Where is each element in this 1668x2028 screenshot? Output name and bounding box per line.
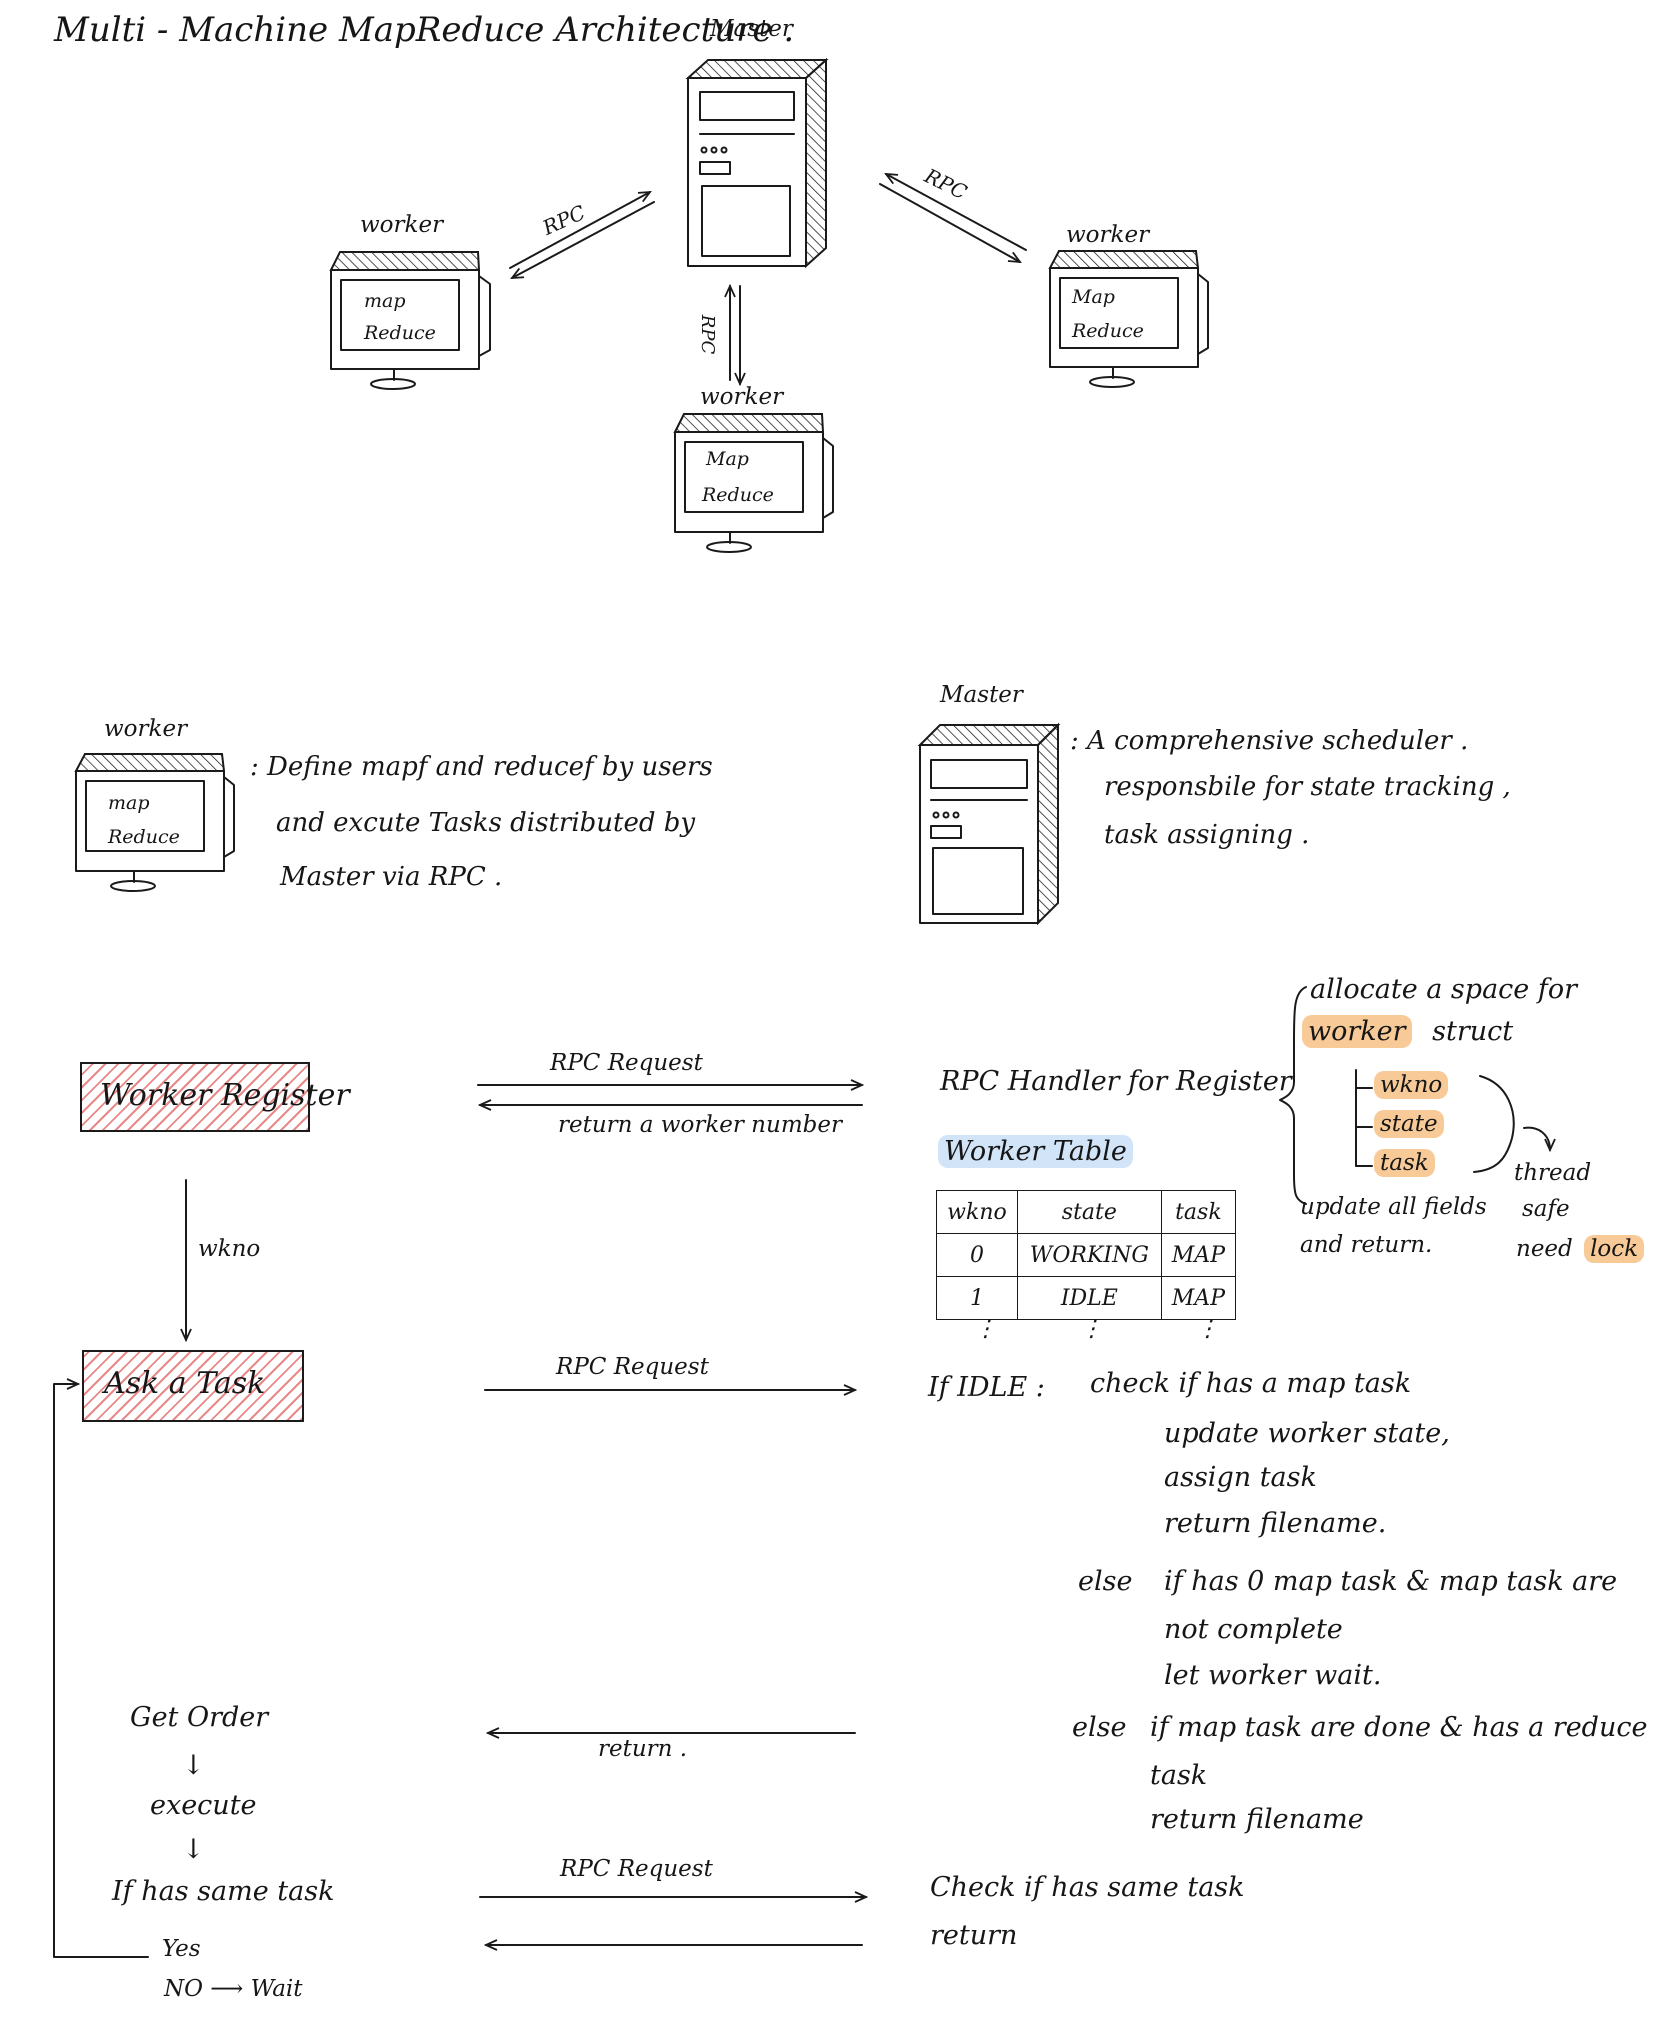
- wkno-label: wkno: [198, 1236, 261, 1262]
- if-same-task-label: If has same task: [112, 1876, 335, 1907]
- else1-text: not complete: [1164, 1614, 1343, 1645]
- table-ellipsis: ⋮: [1080, 1316, 1103, 1342]
- get-order-label: Get Order: [130, 1702, 269, 1733]
- update-fields-text: update all fields: [1300, 1194, 1487, 1220]
- worker-map-label: Map: [706, 448, 749, 470]
- lock-highlight: lock: [1584, 1235, 1645, 1263]
- legend-master-tower-icon: [917, 722, 1061, 926]
- ask-task-label: Ask a Task: [104, 1366, 266, 1401]
- fields-group-brace: [1473, 1075, 1515, 1173]
- legend-master-label: Master: [940, 682, 1023, 708]
- final-request-label: RPC Request: [560, 1856, 713, 1882]
- table-cell: MAP: [1160, 1233, 1237, 1277]
- ask-task-box: Ask a Task: [82, 1350, 304, 1422]
- ask-request-label: RPC Request: [556, 1354, 709, 1380]
- legend-worker-label: worker: [104, 716, 188, 742]
- down-arrow-glyph: ↓: [182, 1834, 205, 1865]
- register-request-label: RPC Request: [550, 1050, 703, 1076]
- page-title: Multi - Machine MapReduce Architecture .: [54, 10, 795, 50]
- worker-table: wkno state task 0 WORKING MAP 1 IDLE MAP: [936, 1190, 1237, 1320]
- update-state-text: update worker state,: [1164, 1418, 1450, 1449]
- else1-text: if has 0 map task & map task are: [1164, 1566, 1618, 1597]
- rpc-label-down: RPC: [697, 314, 719, 355]
- struct-brace: [1279, 986, 1307, 1205]
- table-header: state: [1016, 1190, 1162, 1234]
- legend-worker-monitor-icon: [74, 753, 235, 892]
- loop-back-arrow: [53, 1384, 149, 1958]
- rpc-arrow-right: [879, 174, 1027, 262]
- else2-text: if map task are done & has a reduce: [1150, 1712, 1648, 1743]
- master-label: Master: [710, 16, 793, 42]
- struct-text: struct: [1432, 1016, 1514, 1047]
- table-cell: MAP: [1160, 1276, 1237, 1320]
- field-task: task: [1374, 1149, 1435, 1177]
- table-cell: WORKING: [1016, 1233, 1162, 1277]
- legend-worker-reduce: Reduce: [108, 826, 180, 848]
- worker-map-label: Map: [1072, 286, 1115, 308]
- table-cell: 1: [936, 1276, 1018, 1320]
- field-state: state: [1374, 1110, 1444, 1138]
- table-ellipsis: ⋮: [974, 1316, 997, 1342]
- assign-task-text: assign task: [1164, 1462, 1317, 1493]
- handler-title: RPC Handler for Register: [940, 1066, 1292, 1097]
- master-desc-line: responsbile for state tracking ,: [1104, 772, 1511, 802]
- table-header-row: wkno state task: [936, 1190, 1237, 1234]
- master-tower-icon: [685, 57, 829, 269]
- table-header: task: [1160, 1190, 1237, 1234]
- order-return-label: return .: [598, 1736, 688, 1762]
- need-text: need: [1516, 1236, 1573, 1262]
- table-row: 1 IDLE MAP: [936, 1276, 1237, 1320]
- final-return-text: return: [930, 1920, 1018, 1951]
- down-arrow-glyph: ↓: [182, 1750, 205, 1781]
- execute-label: execute: [150, 1790, 257, 1821]
- else-label: else: [1078, 1566, 1133, 1597]
- else1-text: let worker wait.: [1164, 1660, 1382, 1691]
- thread-text: thread: [1514, 1160, 1592, 1186]
- master-desc-line: task assigning .: [1104, 820, 1310, 850]
- worker-monitor-icon: [673, 413, 834, 553]
- table-cell: IDLE: [1016, 1276, 1162, 1320]
- worker-label: worker: [360, 212, 444, 238]
- worker-reduce-label: Reduce: [702, 484, 774, 506]
- worker-register-label: Worker Register: [100, 1078, 350, 1113]
- worker-register-box: Worker Register: [80, 1062, 350, 1132]
- worker-desc-line: : Define mapf and reducef by users: [250, 752, 713, 782]
- table-cell: 0: [936, 1233, 1018, 1277]
- field-wkno: wkno: [1374, 1071, 1449, 1099]
- worker-desc-line: Master via RPC .: [280, 862, 503, 892]
- legend-worker-map: map: [108, 792, 150, 814]
- else2-text: task: [1150, 1760, 1208, 1791]
- return-filename-text: return filename.: [1164, 1508, 1387, 1539]
- if-idle-label: If IDLE :: [928, 1372, 1045, 1403]
- worker-monitor-icon: [329, 251, 491, 390]
- worker-map-label: map: [364, 290, 406, 312]
- table-ellipsis: ⋮: [1196, 1316, 1219, 1342]
- no-wait-label: NO ⟶ Wait: [164, 1976, 303, 2002]
- master-desc-line: : A comprehensive scheduler .: [1070, 726, 1469, 756]
- and-return-text: and return.: [1300, 1232, 1433, 1258]
- worker-highlight: worker: [1302, 1015, 1412, 1048]
- rpc-arrow-down: [730, 286, 740, 384]
- worker-monitor-icon: [1048, 250, 1209, 388]
- thread-safe-arrow: [1523, 1126, 1550, 1150]
- safe-text: safe: [1522, 1196, 1570, 1222]
- table-row: 0 WORKING MAP: [936, 1233, 1237, 1277]
- register-return-label: return a worker number: [558, 1112, 842, 1138]
- allocate-text: allocate a space for: [1310, 974, 1578, 1005]
- table-header: wkno: [936, 1190, 1018, 1234]
- worker-label: worker: [700, 384, 784, 410]
- worker-reduce-label: Reduce: [1072, 320, 1144, 342]
- else2-text: return filename: [1150, 1804, 1364, 1835]
- else-label: else: [1072, 1712, 1127, 1743]
- yes-label: Yes: [162, 1936, 201, 1962]
- worker-table-label: Worker Table: [938, 1135, 1133, 1168]
- check-same-text: Check if has same task: [930, 1872, 1245, 1903]
- worker-desc-line: and excute Tasks distributed by: [276, 808, 696, 838]
- worker-reduce-label: Reduce: [364, 322, 436, 344]
- check-map-text: check if has a map task: [1090, 1368, 1412, 1399]
- worker-label: worker: [1066, 222, 1150, 248]
- rpc-arrow-left: [509, 192, 655, 278]
